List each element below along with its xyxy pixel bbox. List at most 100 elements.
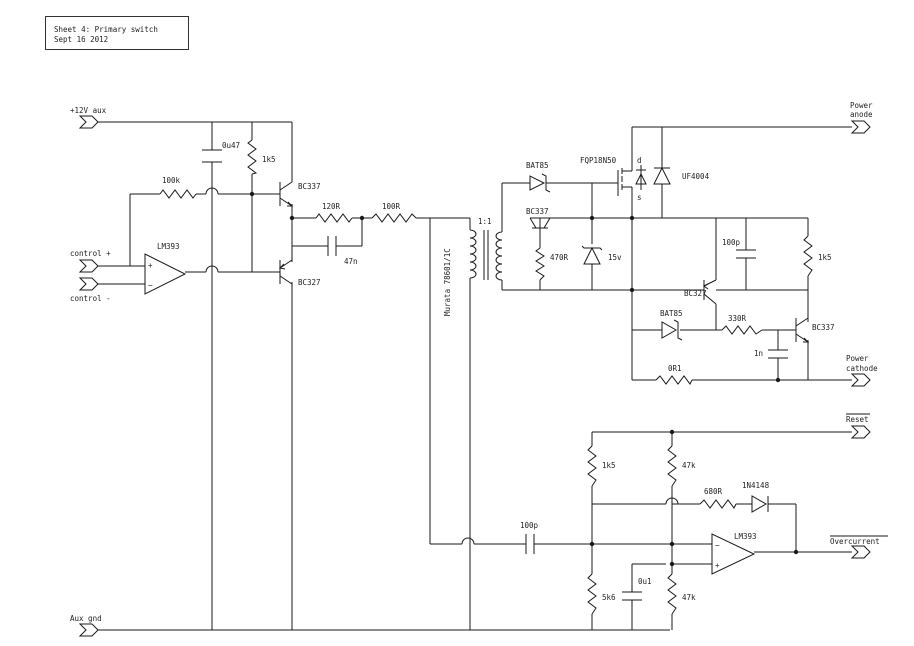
- port-control-plus-label: control +: [70, 249, 111, 258]
- transistor-bc327-a-label: BC327: [298, 278, 321, 287]
- resistor-680R: 680R: [699, 487, 737, 509]
- port-anode-label-1: Power: [850, 101, 873, 110]
- transistor-bc327-a: BC327: [278, 259, 321, 287]
- transformer-part-label: Murata 78601/1C: [443, 248, 452, 316]
- transistor-bc337-b: BC337: [526, 207, 551, 238]
- mosfet-source-label: s: [637, 193, 642, 202]
- resistor-100k-label: 100k: [162, 176, 181, 185]
- capacitor-47n-label: 47n: [344, 257, 358, 266]
- diode-bat85-a: BAT85: [526, 161, 551, 193]
- resistor-470R: 470R: [535, 247, 569, 281]
- capacitor-100p-a-label: 100p: [722, 238, 741, 247]
- resistor-1k5-b-label: 1k5: [818, 253, 832, 262]
- resistor-47k-a-label: 47k: [682, 461, 696, 470]
- transformer-murata: 1:1 Murata 78601/1C: [443, 217, 503, 316]
- capacitor-1n: 1n: [754, 349, 788, 359]
- resistor-1k5-a-label: 1k5: [262, 155, 276, 164]
- resistor-47k-a: 47k: [667, 445, 696, 487]
- mosfet-label: FQP18N50: [580, 156, 617, 165]
- resistor-47k-b: 47k: [667, 573, 696, 615]
- capacitor-100p-a: 100p: [722, 238, 756, 259]
- transistor-bc337-a-label: BC337: [298, 182, 321, 191]
- title-block: Sheet 4: Primary switch Sept 16 2012: [45, 16, 189, 50]
- wires-bottom: [534, 431, 852, 630]
- opamp-lm393-a: + − LM393: [144, 242, 187, 295]
- diode-bat85-b: BAT85: [660, 309, 683, 341]
- capacitor-0u47: 0u47: [202, 141, 240, 163]
- port-power-anode: Power anode: [850, 101, 873, 134]
- junction: [589, 215, 595, 221]
- wires-left: [98, 121, 670, 631]
- diode-1n4148: 1N4148: [742, 481, 770, 513]
- port-overcurrent: Overcurrent: [830, 535, 888, 559]
- port-cathode-label-2: cathode: [846, 364, 878, 373]
- resistor-5k6-label: 5k6: [602, 593, 616, 602]
- resistor-120R-label: 120R: [322, 202, 341, 211]
- capacitor-100p-b-label: 100p: [520, 521, 539, 530]
- opamp-minus-icon: −: [148, 281, 153, 290]
- opamp-b-minus-icon: −: [715, 541, 720, 550]
- port-reset-label: Reset: [846, 415, 869, 424]
- junction: [249, 191, 255, 197]
- resistor-330R-label: 330R: [728, 314, 747, 323]
- resistor-100k: 100k: [159, 176, 197, 199]
- transistor-bc337-b-label: BC337: [526, 207, 549, 216]
- resistor-100R: 100R: [371, 202, 417, 223]
- port-aux-gnd: Aux gnd: [70, 614, 102, 637]
- mosfet-drain-label: d: [637, 156, 642, 165]
- resistor-100R-label: 100R: [382, 202, 401, 211]
- diode-zener-15v: 15v: [581, 245, 622, 265]
- opamp-lm393-a-label: LM393: [157, 242, 180, 251]
- port-power-cathode: Power cathode: [846, 354, 878, 387]
- sheet-title: Sheet 4: Primary switch: [54, 25, 158, 34]
- port-control-minus: control -: [70, 277, 111, 303]
- port-aux-gnd-label: Aux gnd: [70, 614, 102, 623]
- diode-bat85-a-label: BAT85: [526, 161, 549, 170]
- sheet-date: Sept 16 2012: [54, 35, 109, 44]
- diode-zener-15v-label: 15v: [608, 253, 622, 262]
- capacitor-0u1: 0u1: [622, 577, 652, 601]
- transformer-ratio-label: 1:1: [478, 217, 492, 226]
- resistor-680R-label: 680R: [704, 487, 723, 496]
- capacitor-0u1-label: 0u1: [638, 577, 652, 586]
- capacitor-0u47-label: 0u47: [222, 141, 240, 150]
- port-12v: +12V aux: [70, 106, 107, 129]
- opamp-lm393-b: − + LM393: [711, 532, 757, 575]
- junction: [669, 541, 675, 547]
- port-control-minus-label: control -: [70, 294, 111, 303]
- transistor-bc337-c: BC337: [795, 317, 835, 343]
- capacitor-1n-label: 1n: [754, 349, 763, 358]
- junction: [669, 429, 675, 435]
- port-cathode-label-1: Power: [846, 354, 869, 363]
- port-anode-label-2: anode: [850, 110, 873, 119]
- opamp-lm393-b-label: LM393: [734, 532, 757, 541]
- junction: [629, 215, 635, 221]
- junction: [669, 561, 675, 567]
- junction: [793, 549, 799, 555]
- resistor-47k-b-label: 47k: [682, 593, 696, 602]
- resistor-120R: 120R: [315, 202, 353, 223]
- resistor-470R-label: 470R: [550, 253, 569, 262]
- wires-right: [501, 126, 852, 381]
- transistor-bc327-b-label: BC327: [684, 289, 707, 298]
- resistor-0R1: 0R1: [655, 364, 693, 385]
- junction: [629, 287, 635, 293]
- transistor-bc337-a: BC337: [279, 181, 321, 207]
- resistor-1k5-a: 1k5: [247, 139, 276, 175]
- junction: [775, 377, 781, 383]
- resistor-5k6: 5k6: [587, 573, 616, 615]
- transistor-bc337-c-label: BC337: [812, 323, 835, 332]
- mosfet-fqp18n50: FQP18N50 d s: [580, 156, 647, 202]
- port-overcurrent-label: Overcurrent: [830, 537, 880, 546]
- port-control-plus: control +: [70, 249, 111, 273]
- diode-1n4148-label: 1N4148: [742, 481, 770, 490]
- resistor-0R1-label: 0R1: [668, 364, 682, 373]
- opamp-plus-icon: +: [148, 261, 153, 270]
- opamp-b-plus-icon: +: [715, 561, 720, 570]
- port-reset: Reset: [846, 413, 871, 439]
- resistor-1k5-c: 1k5: [587, 445, 616, 487]
- diode-uf4004: UF4004: [653, 166, 710, 185]
- resistor-1k5-c-label: 1k5: [602, 461, 616, 470]
- junction: [589, 541, 595, 547]
